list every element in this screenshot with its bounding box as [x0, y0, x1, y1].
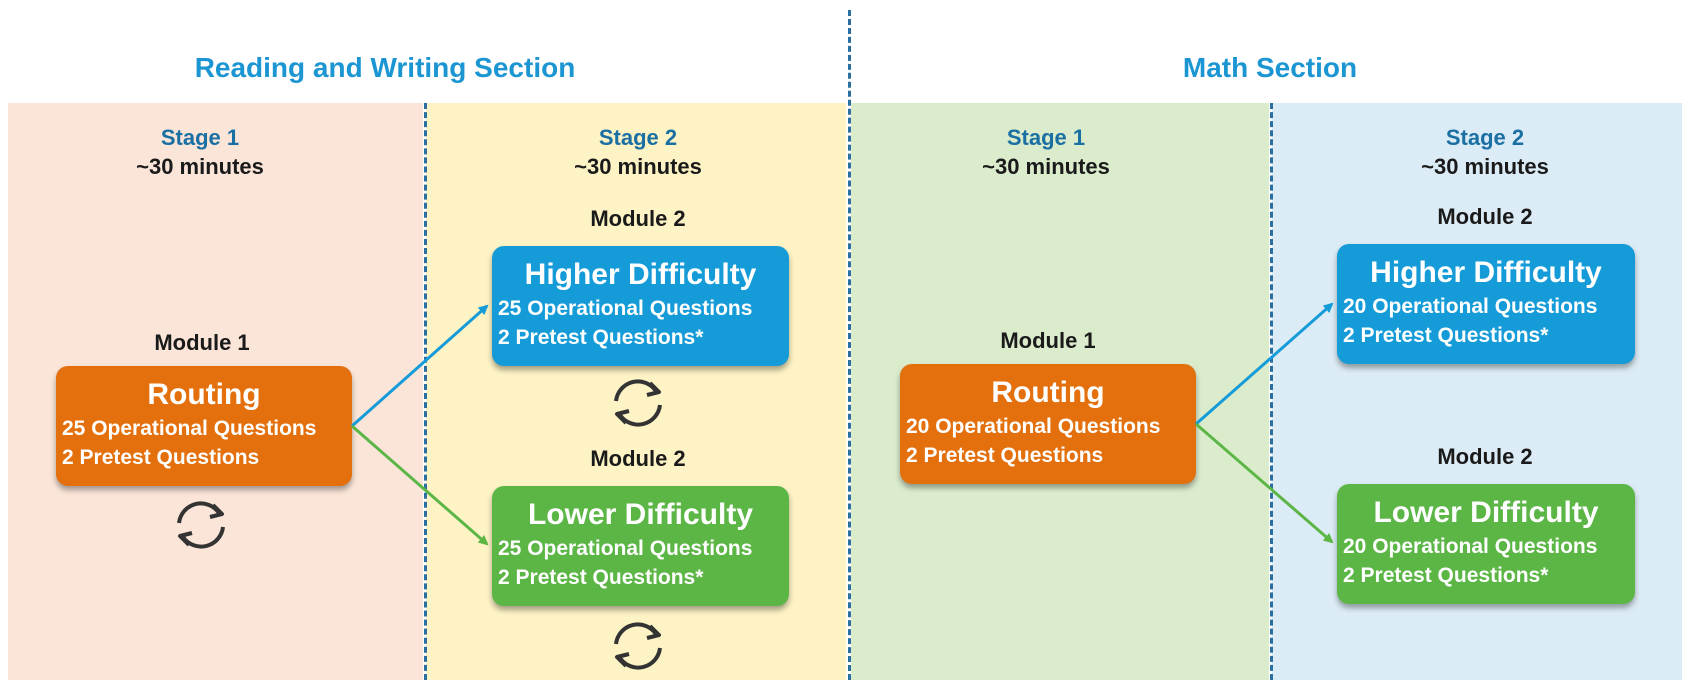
stage-label: Stage 2	[598, 125, 678, 150]
box-title: Higher Difficulty	[1370, 256, 1602, 289]
box-title: Lower Difficulty	[527, 498, 753, 531]
box-title: Routing	[991, 376, 1105, 409]
stage-label: Stage 1	[1006, 125, 1086, 150]
section-divider	[848, 10, 851, 680]
box-line: 2 Pretest Questions*	[498, 566, 704, 589]
box-line: 25 Operational Questions	[498, 537, 753, 560]
rw-arrow-to-higher	[351, 304, 489, 428]
cycle-arrows-icon	[177, 501, 225, 549]
math-module1-label: Module 1	[1000, 328, 1096, 353]
stage-label: Stage 1	[160, 125, 240, 150]
stage-time: ~30 minutes	[574, 154, 702, 179]
box-title: Higher Difficulty	[524, 258, 757, 291]
box-line: 25 Operational Questions	[498, 297, 753, 320]
stage-time: ~30 minutes	[136, 154, 264, 179]
rw-module1-label: Module 1	[154, 330, 250, 355]
math-stage1-header: Stage 1 ~30 minutes	[896, 124, 1196, 182]
math-stage-divider	[1270, 103, 1273, 680]
math-routing-box: Routing 20 Operational Questions 2 Prete…	[900, 364, 1196, 484]
rw-module2-higher-label: Module 2	[590, 206, 686, 231]
math-section-title: Math Section	[1182, 52, 1358, 83]
math-module2-lower-label: Module 2	[1437, 444, 1533, 469]
rw-higher-difficulty-box: Higher Difficulty 25 Operational Questio…	[492, 246, 789, 366]
math-module2-higher-label: Module 2	[1437, 204, 1533, 229]
rw-arrow-to-lower	[351, 424, 489, 546]
box-line: 20 Operational Questions	[1343, 535, 1598, 558]
stage-time: ~30 minutes	[982, 154, 1110, 179]
box-line: 2 Pretest Questions*	[1343, 324, 1549, 347]
cycle-arrows-icon	[614, 379, 662, 427]
math-arrow-to-lower	[1195, 422, 1334, 544]
box-line: 2 Pretest Questions*	[498, 326, 704, 349]
box-line: 20 Operational Questions	[906, 415, 1161, 438]
cycle-arrows-icon	[614, 622, 662, 670]
stage-time: ~30 minutes	[1421, 154, 1549, 179]
box-line: 25 Operational Questions	[62, 417, 317, 440]
rw-stage-divider	[424, 103, 427, 680]
box-title: Lower Difficulty	[1373, 496, 1599, 529]
box-line: 20 Operational Questions	[1343, 295, 1598, 318]
box-line: 2 Pretest Questions	[62, 446, 260, 469]
math-lower-difficulty-box: Lower Difficulty 20 Operational Question…	[1337, 484, 1635, 604]
box-title: Routing	[147, 378, 261, 411]
rw-module2-lower-label: Module 2	[590, 446, 686, 471]
rw-lower-difficulty-box: Lower Difficulty 25 Operational Question…	[492, 486, 789, 606]
box-line: 2 Pretest Questions	[906, 444, 1104, 467]
rw-routing-box: Routing 25 Operational Questions 2 Prete…	[56, 366, 352, 486]
box-line: 2 Pretest Questions*	[1343, 564, 1549, 587]
rw-section-title: Reading and Writing Section	[194, 52, 576, 83]
math-stage2-header: Stage 2 ~30 minutes	[1335, 124, 1635, 182]
math-arrow-to-higher	[1195, 302, 1334, 426]
math-higher-difficulty-box: Higher Difficulty 20 Operational Questio…	[1337, 244, 1635, 364]
stage-label: Stage 2	[1445, 125, 1525, 150]
rw-stage2-header: Stage 2 ~30 minutes	[488, 124, 788, 182]
rw-stage1-header: Stage 1 ~30 minutes	[50, 124, 350, 182]
